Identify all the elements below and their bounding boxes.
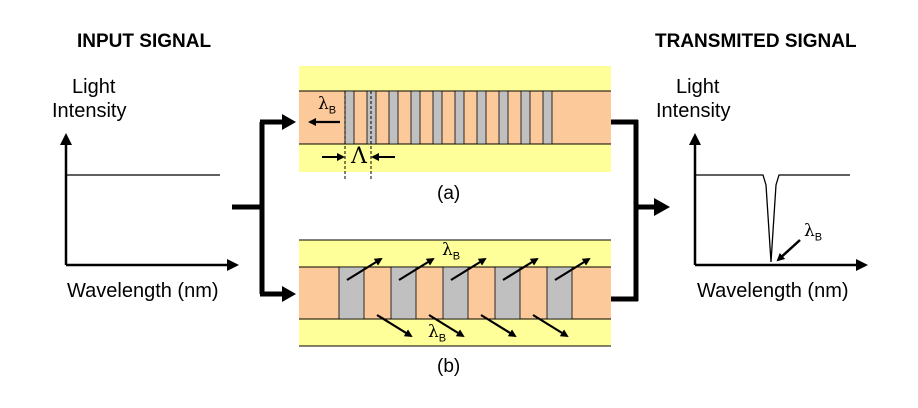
grating-a-bar	[520, 90, 531, 145]
grating-b-bar	[494, 266, 521, 320]
grating-b-bar	[338, 266, 365, 320]
grating-a-bar	[498, 90, 509, 145]
grating-a-bar	[344, 90, 355, 145]
output-title: TRANSMITED SIGNAL	[655, 31, 857, 52]
grating-a	[299, 66, 611, 180]
radiated-arrow-up	[398, 257, 435, 281]
caption-b: (b)	[437, 356, 461, 377]
output-x-label: Wavelength (nm)	[697, 280, 849, 302]
radiated-arrow-down	[532, 314, 569, 338]
radiated-arrow-up	[502, 257, 539, 281]
grating-a-bar	[476, 90, 487, 145]
input-branch-arrows	[232, 114, 296, 302]
input-y-label-line1: Light	[72, 76, 116, 98]
radiated-lambda-label-bottom: λB	[428, 322, 447, 345]
period-label: Λ	[351, 144, 367, 169]
grating-a-bar	[454, 90, 465, 145]
output-merge-arrows	[611, 119, 670, 302]
grating-b	[299, 239, 611, 347]
grating-a-bar	[432, 90, 443, 145]
radiated-arrow-down	[376, 314, 413, 338]
output-spectrum-line	[695, 174, 850, 263]
radiated-arrows-up	[346, 257, 591, 281]
grating-a-bar	[388, 90, 399, 145]
output-y-label-line1: Light	[676, 76, 720, 98]
grating-b-bar	[546, 266, 573, 320]
dip-pointer-arrow	[776, 239, 801, 262]
radiated-arrow-down	[480, 314, 517, 338]
radiated-arrow-up	[450, 257, 487, 281]
radiated-arrows-down	[376, 314, 569, 338]
grating-b-bars	[338, 266, 573, 320]
input-title: INPUT SIGNAL	[77, 31, 212, 52]
radiated-arrow-up	[554, 257, 591, 281]
dip-lambda-label: λB	[804, 221, 823, 244]
reflected-lambda-label: λB	[318, 94, 337, 117]
radiated-arrow-down	[428, 314, 465, 338]
grating-b-bar	[390, 266, 417, 320]
radiated-arrow-up	[346, 257, 383, 281]
input-x-label: Wavelength (nm)	[67, 280, 219, 302]
caption-a: (a)	[437, 183, 461, 204]
radiated-lambda-label-top: λB	[442, 240, 461, 263]
output-y-label-line2: Intensity	[656, 100, 731, 122]
input-plot	[60, 133, 239, 271]
grating-b-bar	[442, 266, 469, 320]
input-y-label-line2: Intensity	[52, 100, 127, 122]
output-plot	[689, 133, 868, 271]
grating-a-bar	[542, 90, 553, 145]
grating-a-bar	[410, 90, 421, 145]
